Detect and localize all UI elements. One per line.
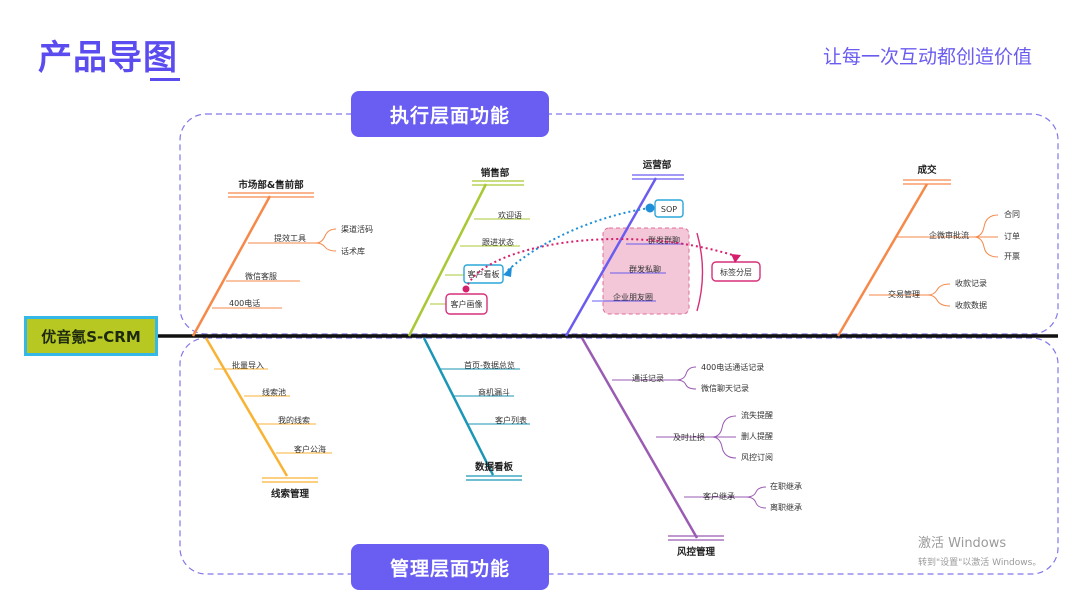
mass-messaging-highlight	[602, 227, 690, 315]
profile-connector-dot	[462, 285, 470, 293]
leads-bone	[204, 337, 289, 477]
risk-connector	[675, 366, 697, 381]
operations-bone	[564, 177, 658, 337]
deal-approval-item: 开票	[1004, 252, 1020, 261]
deal-connector	[927, 283, 951, 296]
risk-connector	[711, 415, 737, 438]
risk-connector	[675, 379, 697, 390]
leads-item: 我的线索	[278, 415, 310, 425]
deal-connector	[973, 214, 999, 238]
branch-operations: 运营部 SOP 群发群聊 群发私聊 企业朋友圈 标签分层	[564, 159, 761, 337]
risk-bone	[580, 337, 699, 539]
operations-item: 群发群聊	[648, 235, 680, 245]
leads-item: 线索池	[262, 387, 286, 397]
risk-group-label: 通话记录	[632, 373, 664, 383]
risk-item: 流失提醒	[741, 410, 773, 420]
slogan: 让每一次互动都创造价值	[822, 46, 1032, 68]
dashboard-title: 数据看板	[474, 461, 514, 473]
deal-approval-item: 合同	[1004, 209, 1020, 219]
branch-marketing: 市场部&售前部 提效工具 渠道活码 话术库 微信客服 400电话	[191, 179, 373, 337]
risk-group-label: 客户继承	[703, 491, 735, 501]
branch-deal: 成交 企微审批流 合同 订单 开票 交易管理 收款记录 收款数据	[836, 164, 1020, 337]
marketing-item: 400电话	[229, 298, 260, 308]
leads-item: 客户公海	[294, 444, 326, 454]
operations-bracket	[696, 232, 704, 312]
tag-layer-box	[711, 261, 761, 282]
sop-to-board-connector	[505, 207, 651, 273]
marketing-item: 微信客服	[245, 271, 277, 281]
deal-trade-label: 交易管理	[888, 289, 920, 299]
leads-title: 线索管理	[271, 488, 310, 500]
sales-item: 跟进状态	[482, 237, 514, 247]
deal-trade-item: 收款数据	[955, 300, 987, 310]
marketing-connector	[315, 228, 337, 244]
sales-item: 客户画像	[451, 299, 483, 309]
deal-trade-item: 收款记录	[955, 278, 987, 288]
execution-zone-label: 执行层面功能	[351, 91, 549, 137]
branch-sales: 销售部 欢迎语 跟进状态 客户看板 客户画像	[407, 167, 530, 337]
watermark-title: 激活 Windows	[918, 536, 1007, 551]
marketing-tool-label: 提效工具	[274, 233, 306, 243]
risk-item: 在职继承	[770, 481, 802, 491]
sop-box	[654, 199, 684, 218]
operations-tag: 标签分层	[720, 267, 752, 277]
dashboard-item: 商机漏斗	[478, 387, 510, 397]
execution-zone-frame	[179, 113, 1059, 335]
profile-to-tag-connector	[465, 238, 737, 290]
risk-title: 风控管理	[677, 546, 716, 558]
marketing-bone	[191, 195, 272, 337]
deal-connector	[973, 236, 999, 258]
sales-item: 客户看板	[468, 269, 500, 279]
watermark-subtitle: 转到"设置"以激活 Windows。	[918, 558, 1042, 568]
customer-board-box	[463, 264, 504, 284]
deal-approval-item: 订单	[1004, 231, 1020, 241]
marketing-title: 市场部&售前部	[238, 179, 304, 191]
title-underline	[150, 78, 180, 81]
activation-watermark: 激活 Windows 转到"设置"以激活 Windows。	[918, 532, 1041, 568]
sales-bone	[407, 183, 488, 337]
marketing-tool-item: 话术库	[341, 246, 365, 256]
sop-connector-dot	[645, 203, 655, 213]
risk-item: 删人提醒	[741, 431, 773, 441]
sop-to-board-arrowhead	[503, 266, 512, 277]
operations-item: 群发私聊	[629, 264, 661, 274]
profile-to-tag-arrowhead	[731, 254, 741, 263]
risk-group-label: 及时止损	[673, 432, 705, 442]
branch-dashboard: 数据看板 首页-数据总览 商机漏斗 客户列表	[422, 337, 530, 481]
risk-connector	[745, 486, 767, 498]
leads-item: 批量导入	[232, 360, 264, 370]
risk-item: 400电话通话记录	[701, 362, 764, 372]
marketing-connector	[315, 242, 337, 252]
fishbone-head: 优音氪S-CRM	[24, 316, 158, 356]
risk-connector	[711, 436, 737, 459]
branch-leads: 线索管理 批量导入 线索池 我的线索 客户公海	[204, 337, 332, 500]
risk-item: 风控订阅	[741, 452, 773, 462]
operations-title: 运营部	[643, 159, 672, 171]
sales-title: 销售部	[481, 167, 510, 179]
sop-label: SOP	[661, 205, 677, 214]
dashboard-item: 首页-数据总览	[464, 360, 515, 370]
risk-item: 微信聊天记录	[701, 383, 749, 393]
customer-profile-box	[445, 293, 488, 315]
risk-item: 离职继承	[770, 502, 802, 512]
deal-connector	[927, 294, 951, 307]
deal-title: 成交	[917, 164, 937, 176]
sales-item: 欢迎语	[498, 210, 522, 220]
dashboard-item: 客户列表	[495, 415, 527, 425]
dashboard-bone	[422, 337, 495, 476]
marketing-tool-item: 渠道活码	[341, 224, 373, 234]
deal-approval-label: 企微审批流	[929, 230, 969, 240]
branch-risk: 风控管理 通话记录 400电话通话记录 微信聊天记录 及时止损 流失提醒 删人提…	[580, 337, 802, 558]
management-zone-label: 管理层面功能	[351, 544, 549, 590]
deal-bone	[836, 183, 929, 337]
operations-item: 企业朋友圈	[613, 292, 653, 302]
management-zone-frame	[179, 337, 1059, 575]
risk-connector	[745, 496, 767, 509]
page-title: 产品导图	[38, 38, 178, 78]
